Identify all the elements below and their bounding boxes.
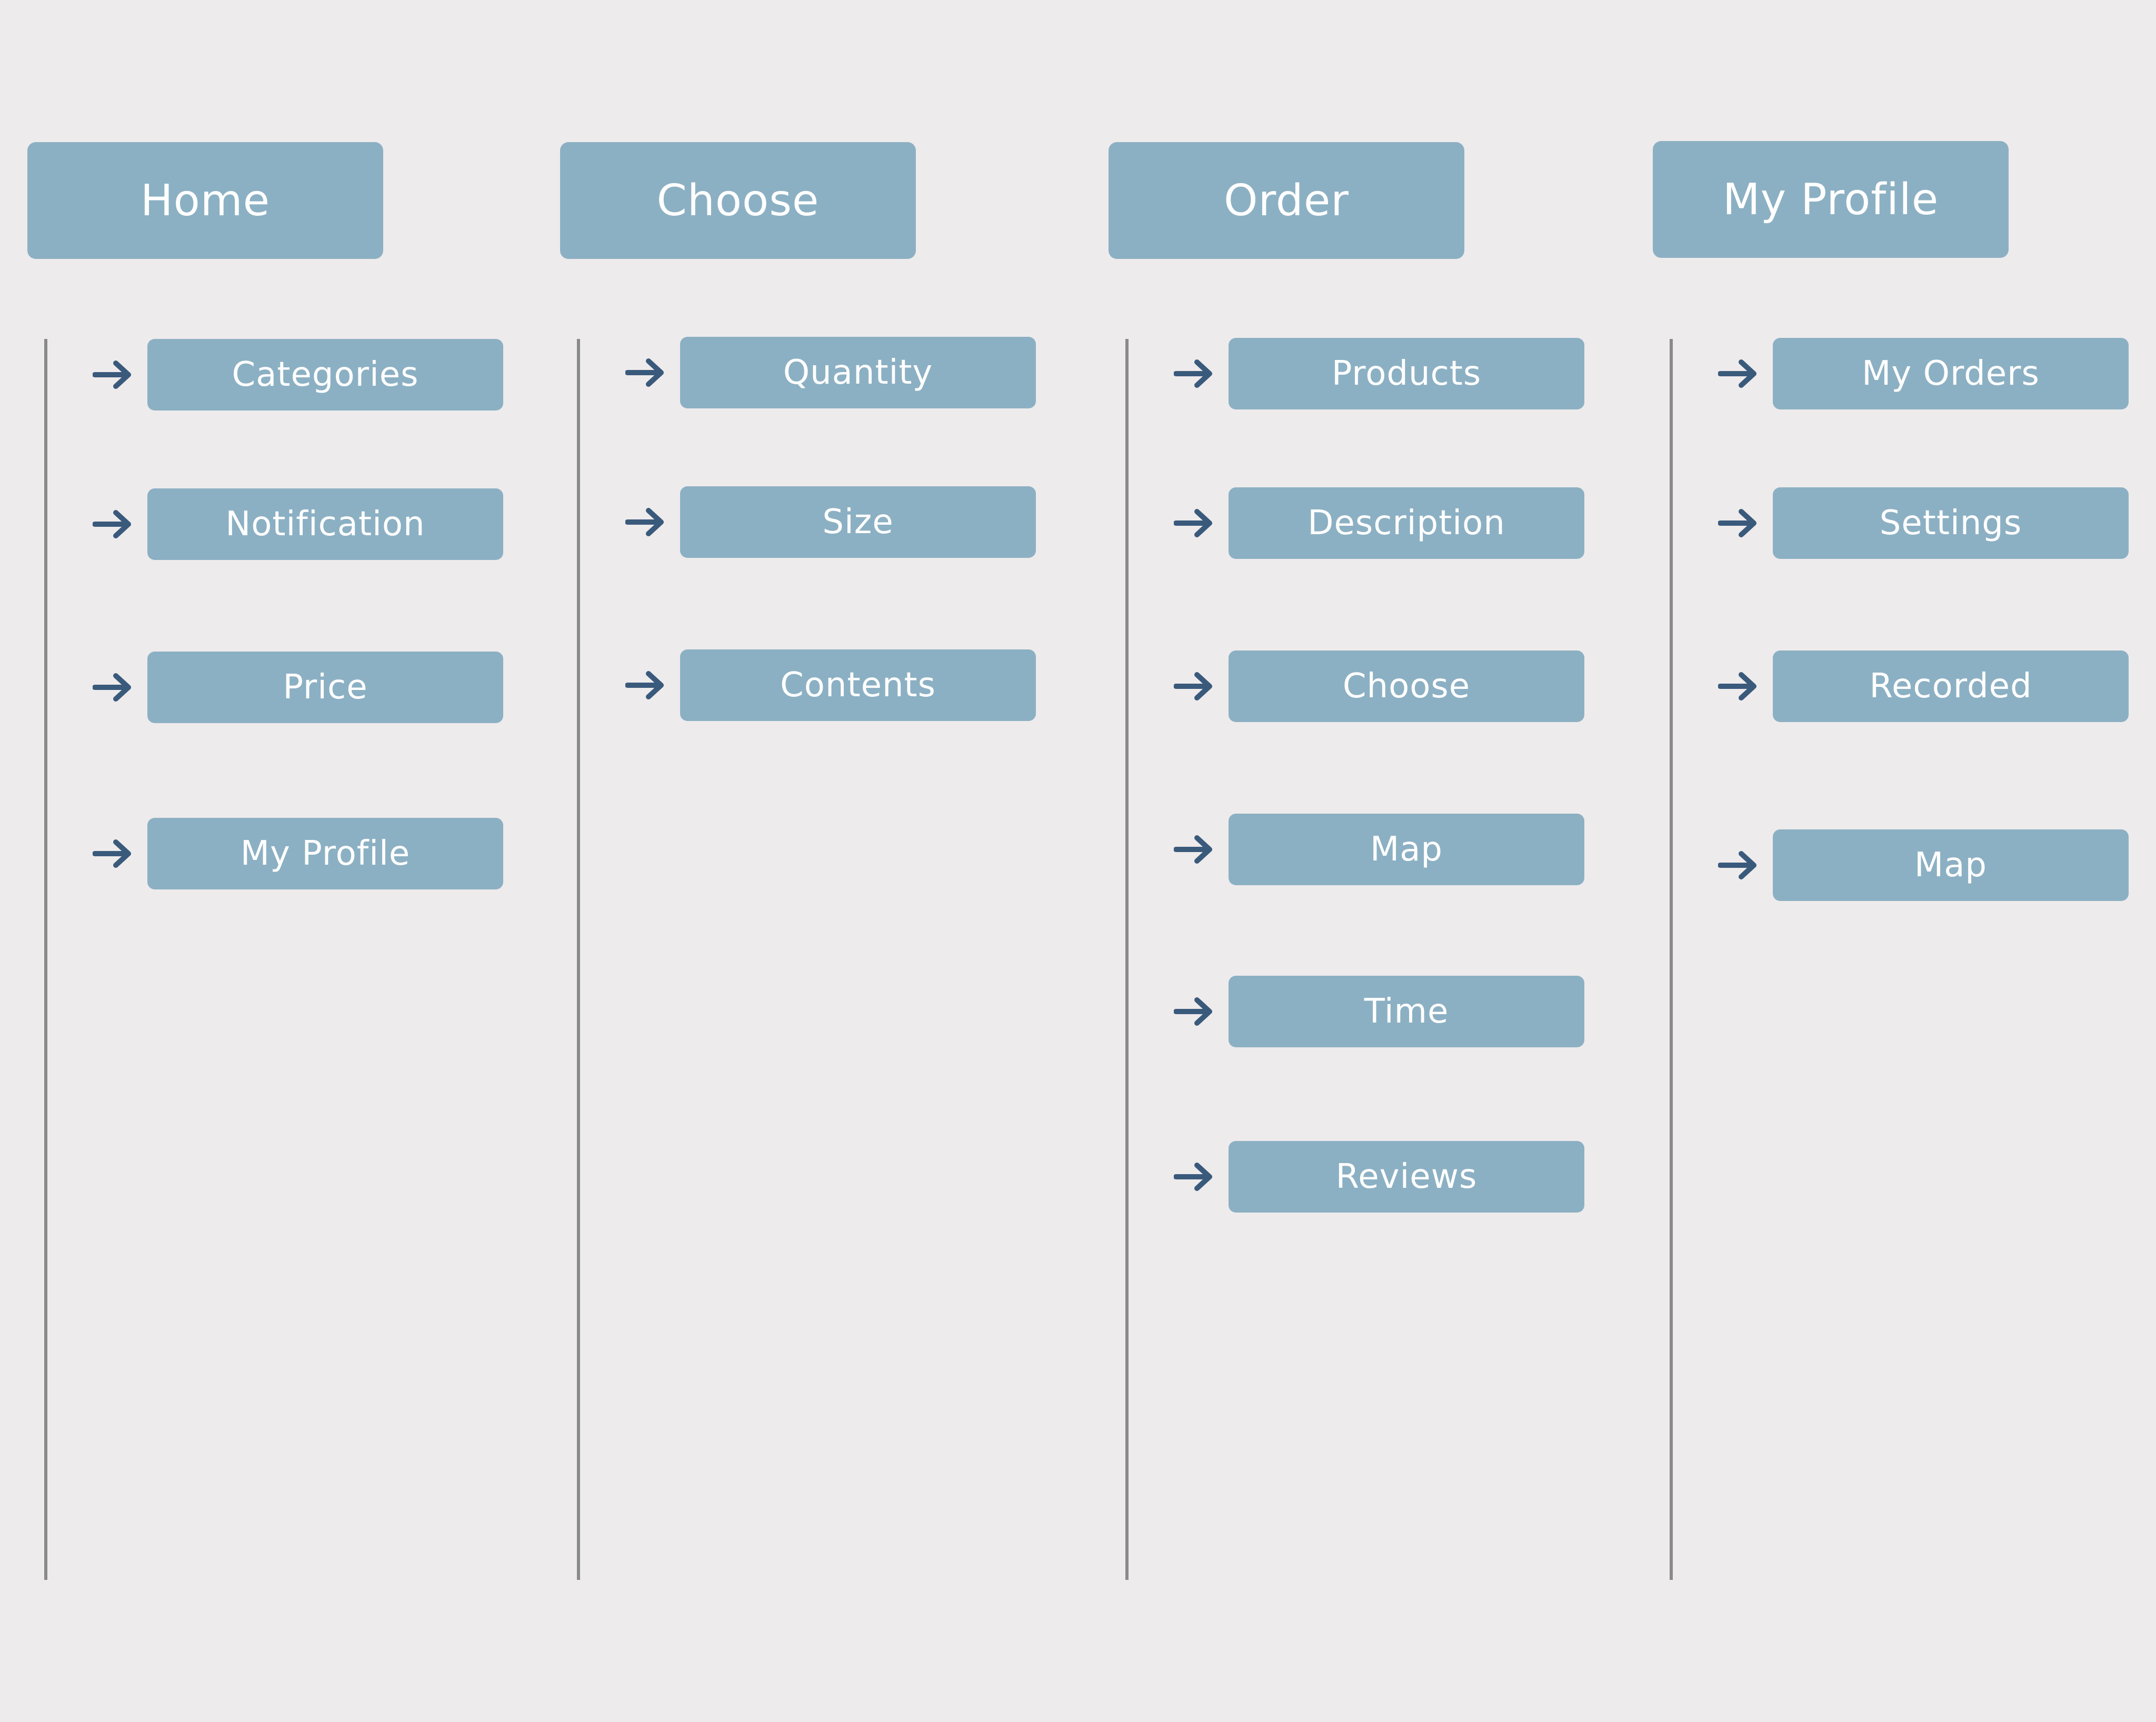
arrow-right-icon <box>1174 1163 1212 1191</box>
list-item: Contents <box>625 649 1036 721</box>
arrow-right-icon <box>1174 835 1212 864</box>
list-item: Reviews <box>1174 1141 1584 1213</box>
node-categories[interactable]: Categories <box>147 339 503 411</box>
arrow-right-icon <box>625 358 664 387</box>
list-item: Products <box>1174 338 1584 409</box>
node-my-orders[interactable]: My Orders <box>1773 338 2129 409</box>
node-settings[interactable]: Settings <box>1773 487 2129 559</box>
list-item: Map <box>1174 814 1584 885</box>
node-time[interactable]: Time <box>1229 976 1584 1047</box>
arrow-right-icon <box>93 839 131 868</box>
list-item: Map <box>1718 829 2129 901</box>
vertical-line <box>577 339 580 1580</box>
node-reviews[interactable]: Reviews <box>1229 1141 1584 1213</box>
node-contents[interactable]: Contents <box>680 649 1036 721</box>
header-choose[interactable]: Choose <box>560 142 916 259</box>
arrow-right-icon <box>1174 509 1212 537</box>
list-item: Description <box>1174 487 1584 559</box>
vertical-line <box>1670 339 1673 1580</box>
arrow-right-icon <box>1718 359 1756 388</box>
header-home[interactable]: Home <box>27 142 383 259</box>
arrow-right-icon <box>93 361 131 389</box>
arrow-right-icon <box>625 508 664 536</box>
list-item: Choose <box>1174 650 1584 722</box>
node-my-profile[interactable]: My Profile <box>147 818 503 889</box>
list-item: Recorded <box>1718 650 2129 722</box>
list-item: Categories <box>93 339 503 411</box>
arrow-right-icon <box>1718 851 1756 879</box>
node-description[interactable]: Description <box>1229 487 1584 559</box>
list-item: Time <box>1174 976 1584 1047</box>
list-item: My Orders <box>1718 338 2129 409</box>
arrow-right-icon <box>1718 509 1756 537</box>
arrow-right-icon <box>93 673 131 702</box>
node-size[interactable]: Size <box>680 486 1036 558</box>
list-item: My Profile <box>93 818 503 889</box>
node-map[interactable]: Map <box>1229 814 1584 885</box>
header-order[interactable]: Order <box>1109 142 1464 259</box>
arrow-right-icon <box>1174 359 1212 388</box>
vertical-line <box>1125 339 1129 1580</box>
node-choose[interactable]: Choose <box>1229 650 1584 722</box>
node-notification[interactable]: Notification <box>147 488 503 560</box>
node-recorded[interactable]: Recorded <box>1773 650 2129 722</box>
arrow-right-icon <box>1174 997 1212 1026</box>
arrow-right-icon <box>93 510 131 538</box>
list-item: Size <box>625 486 1036 558</box>
node-price[interactable]: Price <box>147 652 503 723</box>
arrow-right-icon <box>1174 672 1212 700</box>
vertical-line <box>44 339 47 1580</box>
node-map[interactable]: Map <box>1773 829 2129 901</box>
node-quantity[interactable]: Quantity <box>680 337 1036 408</box>
list-item: Settings <box>1718 487 2129 559</box>
arrow-right-icon <box>1718 672 1756 700</box>
arrow-right-icon <box>625 671 664 699</box>
list-item: Price <box>93 652 503 723</box>
header-my-profile[interactable]: My Profile <box>1653 141 2009 258</box>
list-item: Notification <box>93 488 503 560</box>
list-item: Quantity <box>625 337 1036 408</box>
node-products[interactable]: Products <box>1229 338 1584 409</box>
